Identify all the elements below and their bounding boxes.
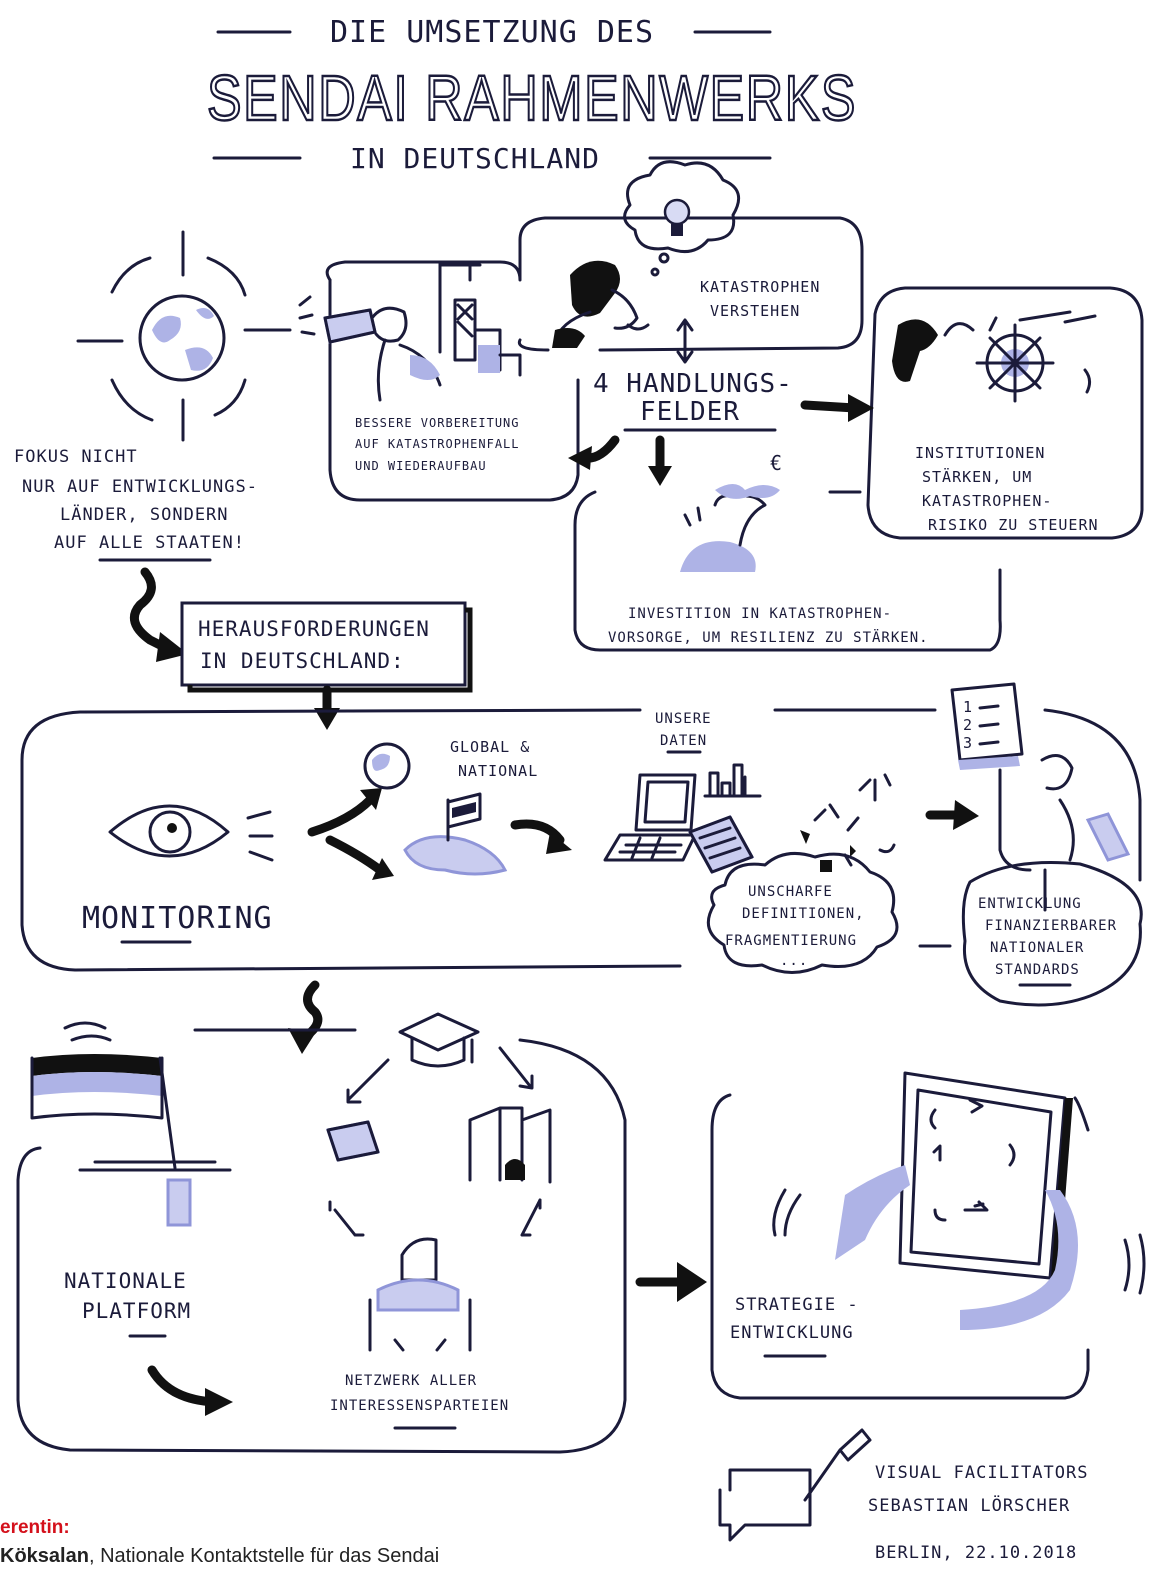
global-line-1: GLOBAL & [450, 738, 530, 756]
herausforderungen-line-2: IN DEUTSCHLAND: [200, 649, 405, 673]
speaker-name: Köksalan [0, 1545, 89, 1567]
buildings-icon [468, 1106, 552, 1184]
institutionen-line-1: INSTITUTIONEN [915, 444, 1045, 462]
standards-line-3: NATIONALER [990, 940, 1084, 956]
globe-icon [363, 742, 411, 790]
list-number-2: 2 [963, 716, 973, 734]
fokus-line-3: LÄNDER, SONDERN [60, 504, 229, 525]
strategie-line-1: STRATEGIE - [735, 1295, 859, 1315]
speaker-role: Nationale Kontaktstelle für das Sendai [100, 1545, 440, 1567]
netzwerk-line-2: INTERESSENSPARTEIEN [330, 1398, 509, 1414]
signature-date: BERLIN, 22.10.2018 [875, 1543, 1077, 1563]
monitoring-frame [20, 708, 1142, 972]
unscharfe-line-2: DEFINITIONEN, [742, 906, 865, 922]
tablet-icon [772, 1071, 1146, 1330]
signature-name: SEBASTIAN LÖRSCHER [868, 1494, 1070, 1516]
fokus-line-1: FOKUS NICHT [14, 447, 138, 467]
daten-line-2: DATEN [660, 733, 707, 749]
vorbereitung-line-3: UND WIEDERAUFBAU [355, 459, 487, 473]
flag-map-icon [403, 792, 508, 876]
unscharfe-line-4: ... [780, 953, 808, 969]
title-line-2: SENDAI RAHMENWERKS [207, 62, 857, 134]
footer-speaker: Köksalan, Nationale Kontaktstelle für da… [0, 1545, 440, 1567]
german-flag-icon [30, 1021, 232, 1227]
strategie-line-2: ENTWICKLUNG [730, 1323, 854, 1343]
lightbulb-icon [623, 160, 741, 277]
standards-line-4: STANDARDS [995, 962, 1080, 978]
verstehen-line-2: VERSTEHEN [710, 302, 800, 320]
globe-crosshair-icon [76, 230, 292, 442]
thinking-person-icon [552, 260, 650, 348]
steering-wheel-icon [892, 310, 1097, 403]
daten-line-1: UNSERE [655, 711, 712, 727]
unscharfe-line-1: UNSCHARFE [748, 884, 833, 900]
title-line-1: DIE UMSETZUNG DES [330, 15, 654, 50]
standards-bubble [961, 861, 1143, 1007]
investition-line-1: INVESTITION IN KATASTROPHEN- [628, 606, 892, 622]
fokus-line-2: NUR AUF ENTWICKLUNGS- [22, 477, 258, 497]
handlungsfelder-line-2: FELDER [640, 397, 740, 427]
presenter-icon [998, 754, 1131, 912]
herausforderungen-line-1: HERAUSFORDERUNGEN [198, 617, 430, 641]
institutionen-line-4: RISIKO ZU STEUERN [928, 516, 1099, 534]
footer-heading: erentin: [0, 1517, 70, 1538]
vorbereitung-line-1: BESSERE VORBEREITUNG [355, 416, 520, 430]
person-at-desk-icon [368, 1237, 472, 1352]
list-number-1: 1 [963, 698, 973, 716]
investition-line-2: VORSORGE, UM RESILIENZ ZU STÄRKEN. [608, 628, 929, 646]
fokus-line-4: AUF ALLE STAATEN! [54, 533, 245, 553]
unscharfe-cloud [706, 851, 899, 974]
euro-symbol: € [770, 451, 783, 475]
netzwerk-line-1: NETZWERK ALLER [345, 1373, 477, 1389]
speech-bubble-pen-icon [718, 1428, 872, 1542]
standards-line-2: FINANZIERBARER [985, 918, 1117, 934]
list-number-3: 3 [963, 734, 973, 752]
unscharfe-line-3: FRAGMENTIERUNG [725, 933, 857, 949]
global-line-2: NATIONAL [458, 762, 538, 780]
handlungsfelder-line-1: 4 HANDLUNGS- [593, 369, 793, 399]
title-block: DIE UMSETZUNG DES SENDAI RAHMENWERKS IN … [206, 15, 857, 175]
numbered-list-icon: 1 2 3 [950, 682, 1024, 770]
handlungsfelder-frame [325, 216, 1144, 652]
institutionen-line-2: STÄRKEN, UM [922, 467, 1032, 486]
monitoring-label: MONITORING [82, 901, 273, 936]
binoculars-person-icon [298, 260, 522, 402]
bar-chart-icon [703, 763, 762, 798]
platform-frame [16, 1028, 627, 1454]
plattform-line-1: NATIONALE [64, 1269, 187, 1293]
plattform-line-2: PLATFORM [82, 1299, 191, 1323]
vorbereitung-line-2: AUF KATASTROPHENFALL [355, 437, 520, 451]
eye-icon [108, 804, 274, 862]
verstehen-line-1: KATASTROPHEN [700, 278, 820, 296]
institutionen-line-3: KATASTROPHEN- [922, 492, 1052, 510]
strategie-frame [710, 1093, 1090, 1400]
money-icon [326, 1120, 380, 1162]
signature-role: VISUAL FACILITATORS [875, 1463, 1088, 1483]
title-line-3: IN DEUTSCHLAND [350, 142, 600, 175]
money-plant-icon: € [680, 451, 783, 572]
laptop-icon [603, 773, 697, 862]
documents-icon [687, 815, 755, 874]
graduation-cap-icon [398, 1012, 480, 1068]
fragments-icon [800, 773, 896, 872]
standards-line-1: ENTWICKLUNG [978, 896, 1082, 912]
